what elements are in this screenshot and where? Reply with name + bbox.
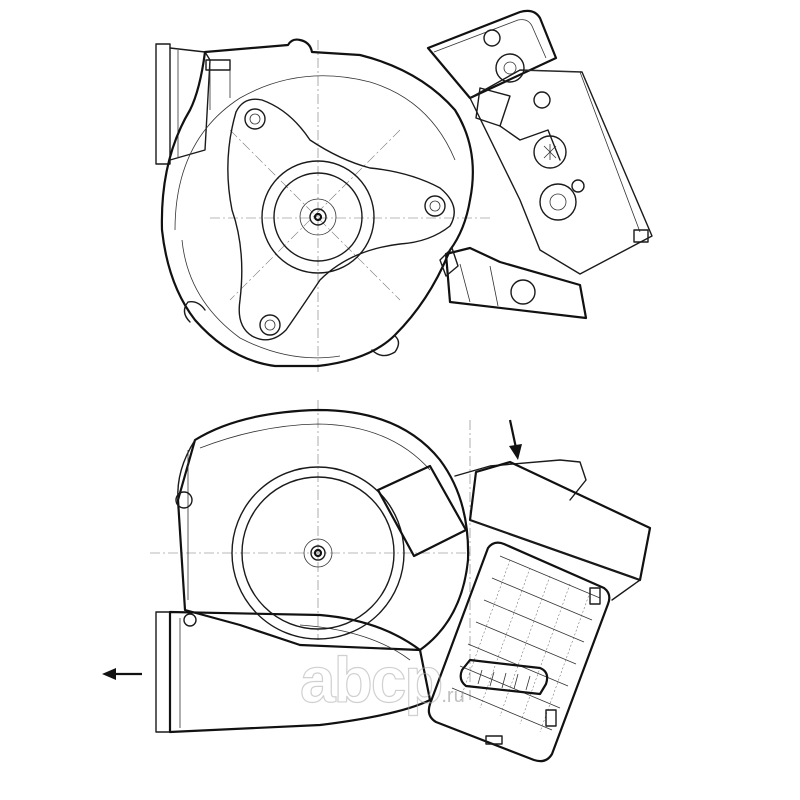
flow-arrow-out-icon [102,668,142,680]
bottom-outlet [155,610,432,734]
top-hub [261,160,375,274]
bottom-actuator-box [427,460,652,763]
watermark-suffix: .ru [441,685,465,707]
watermark-brand: abcp [299,644,444,716]
top-housing [160,38,474,368]
flow-arrow-in-icon [508,419,522,460]
bottom-turbine-inlet [376,459,587,558]
bottom-housing [175,408,470,652]
top-actuator [426,9,653,275]
top-tri-lobe [227,98,455,341]
bottom-view [102,400,652,763]
top-inlet-flange [155,43,211,165]
watermark-logo: abcp.ru [299,647,465,712]
bottom-hub [231,466,405,640]
top-outlet-bracket [439,246,588,320]
top-view [155,9,653,372]
